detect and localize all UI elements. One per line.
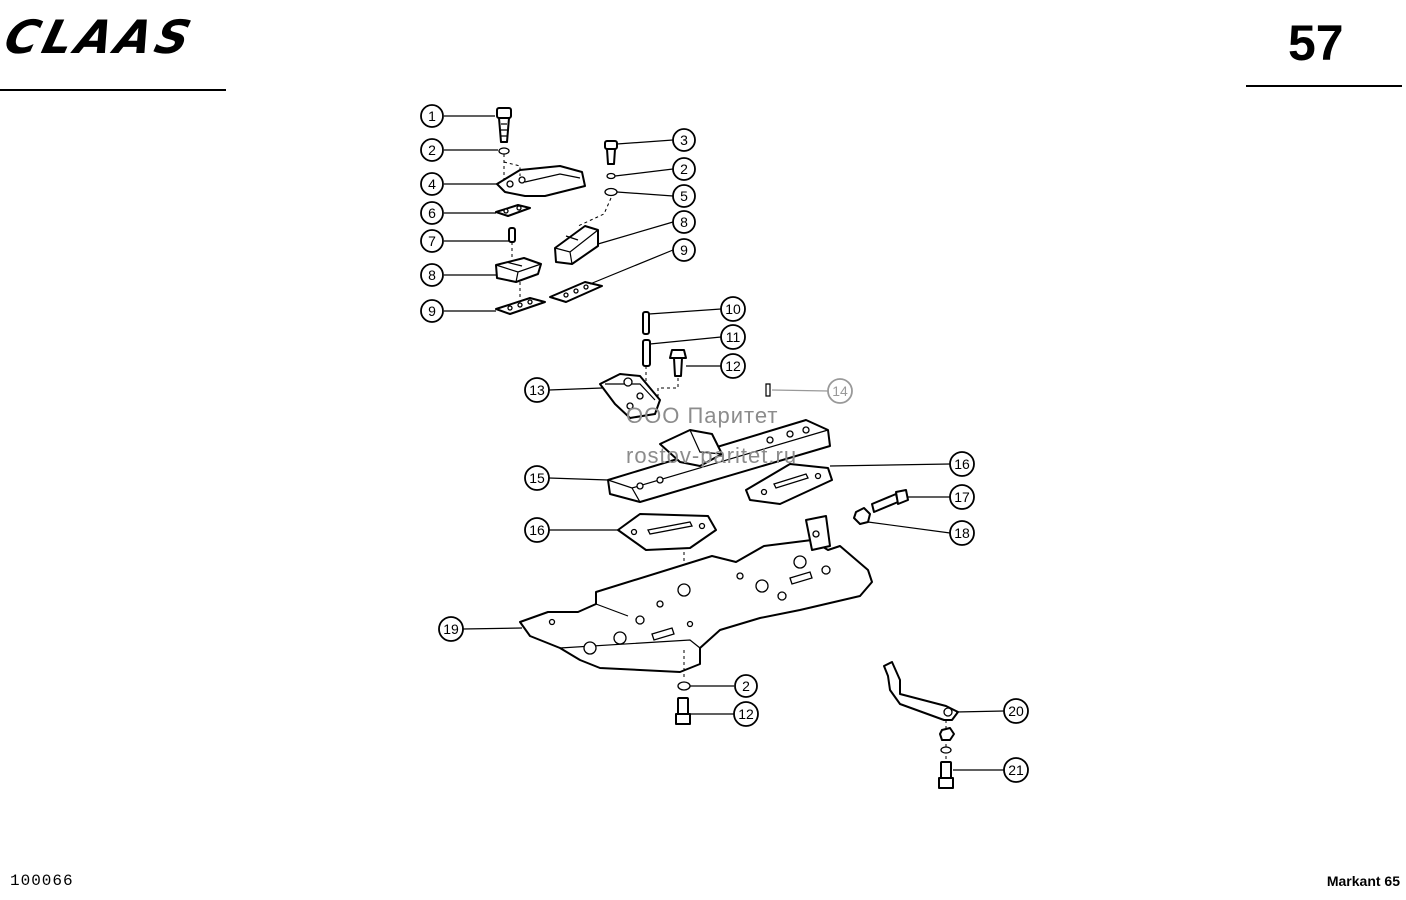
svg-text:18: 18 [954,525,970,541]
svg-text:16: 16 [529,522,545,538]
svg-text:11: 11 [726,329,741,345]
svg-text:9: 9 [680,242,688,258]
callout-18[interactable]: 18 [867,520,975,546]
svg-text:13: 13 [529,382,545,398]
part-bolt-17 [871,489,909,513]
callout-21[interactable]: 21 [953,757,1029,783]
callout-8b[interactable]: 8 [597,210,696,245]
callout-3[interactable]: 3 [616,128,696,152]
part-bolt-1 [496,107,512,143]
svg-text:7: 7 [428,233,436,249]
svg-text:2: 2 [428,142,436,158]
svg-text:15: 15 [529,470,545,486]
part-bolt-12b [675,697,691,725]
part-pin-14 [765,383,771,397]
page-number: 57 [1288,15,1344,71]
part-block-8b [554,225,599,265]
part-washer-2c [677,681,691,691]
svg-text:19: 19 [443,621,459,637]
part-beam-15 [607,419,831,503]
svg-text:8: 8 [428,267,436,283]
part-washer-2a [498,147,510,155]
part-bolt-21 [938,761,954,789]
svg-text:4: 4 [428,176,436,192]
part-nut-20 [939,727,955,741]
watermark-company: ООО Паритет [626,403,779,428]
callout-9b[interactable]: 9 [589,238,696,285]
callout-5[interactable]: 5 [616,184,696,208]
svg-text:12: 12 [738,706,754,722]
callout-15[interactable]: 15 [524,465,609,491]
svg-text:21: 21 [1008,762,1024,778]
callout-9a[interactable]: 9 [420,299,496,323]
callout-2b[interactable]: 2 [614,157,696,181]
part-plate-6 [495,204,531,217]
part-lever-20 [883,661,959,721]
callout-4[interactable]: 4 [420,172,497,196]
watermark-website: rostov-paritet.ru [626,443,798,468]
callout-13[interactable]: 13 [524,377,603,403]
svg-text:16: 16 [954,456,970,472]
svg-text:2: 2 [680,161,688,177]
svg-text:12: 12 [725,358,741,374]
part-washer-2b [606,172,616,180]
callout-19[interactable]: 19 [438,616,523,642]
document-number: 100066 [10,872,74,890]
svg-text:10: 10 [725,301,741,317]
part-washer-20 [940,746,952,754]
parts-drawing [495,107,959,789]
part-pin-7 [508,227,516,243]
callout-16a[interactable]: 16 [829,451,975,477]
callout-6[interactable]: 6 [420,201,496,225]
part-guide-13 [599,373,661,419]
callout-12b[interactable]: 12 [690,701,759,727]
header-rule-right [1246,85,1402,87]
part-plate-9b [549,281,603,303]
callout-17[interactable]: 17 [908,484,975,510]
callout-2[interactable]: 2 [420,138,498,162]
part-pin-11 [642,339,651,367]
svg-text:1: 1 [428,108,436,124]
model-name: Markant 65 [1326,873,1400,889]
callout-16b[interactable]: 16 [524,517,620,543]
svg-text:17: 17 [954,489,970,505]
part-plate-9a [495,297,546,315]
part-nut-18 [853,507,871,525]
callout-10[interactable]: 10 [648,296,746,322]
callout-20[interactable]: 20 [955,698,1029,724]
part-block-8a [495,257,542,283]
part-pin-10 [642,311,650,335]
svg-text:5: 5 [680,188,688,204]
part-bracket-4 [496,165,586,197]
part-washer-5 [604,187,618,197]
svg-text:3: 3 [680,132,688,148]
callout-14[interactable]: 14 [771,378,853,404]
callout-11[interactable]: 11 [649,324,746,350]
part-baseplate-19 [519,515,873,673]
svg-text:2: 2 [742,678,750,694]
callout-12a[interactable]: 12 [686,353,746,379]
callout-1[interactable]: 1 [420,104,495,128]
svg-text:6: 6 [428,205,436,221]
svg-text:9: 9 [428,303,436,319]
part-bolt-3 [604,140,618,165]
callout-7[interactable]: 7 [420,229,509,253]
callout-8a[interactable]: 8 [420,263,496,287]
part-wearplate-16a [745,463,833,505]
svg-text:20: 20 [1008,703,1024,719]
part-bolt-12a [669,349,687,377]
callout-2c[interactable]: 2 [690,674,758,698]
header-rule-left [0,89,226,91]
svg-text:14: 14 [832,383,848,399]
part-wearplate-16b [617,513,717,551]
svg-text:8: 8 [680,214,688,230]
